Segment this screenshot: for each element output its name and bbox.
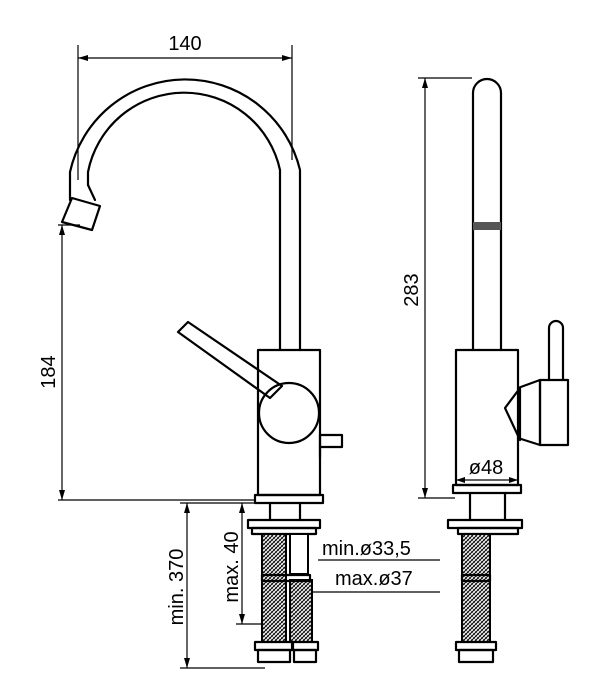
dim-thickness-label: max. 40 (221, 531, 243, 602)
front-view: 140 184 (38, 33, 440, 669)
min-hole-label: min.ø33,5 (322, 538, 411, 560)
dim-width-line (77, 45, 293, 180)
dim-base-diameter-label: ø48 (469, 457, 503, 479)
spout-side (471, 77, 503, 352)
spout (60, 78, 302, 352)
dim-width-label: 140 (168, 33, 201, 55)
dim-base-diameter-line (456, 477, 518, 483)
dim-hose-length-label: min. 370 (166, 549, 188, 626)
dim-total-height-label: 283 (401, 273, 423, 306)
base-plate (253, 493, 325, 505)
max-hole-label: max.ø37 (335, 568, 413, 590)
dim-total-height-line (418, 77, 472, 499)
faucet-body (176, 320, 344, 497)
dim-spout-height-label: 184 (38, 355, 60, 388)
hole-leaders (313, 559, 440, 593)
base-plate-side (451, 483, 523, 495)
side-view: 283 ø48 (401, 77, 570, 664)
mounting-hardware-left (246, 501, 322, 664)
mounting-hardware-right (446, 491, 524, 664)
dim-thickness-line (236, 503, 262, 625)
dim-spout-height-line (58, 224, 255, 501)
